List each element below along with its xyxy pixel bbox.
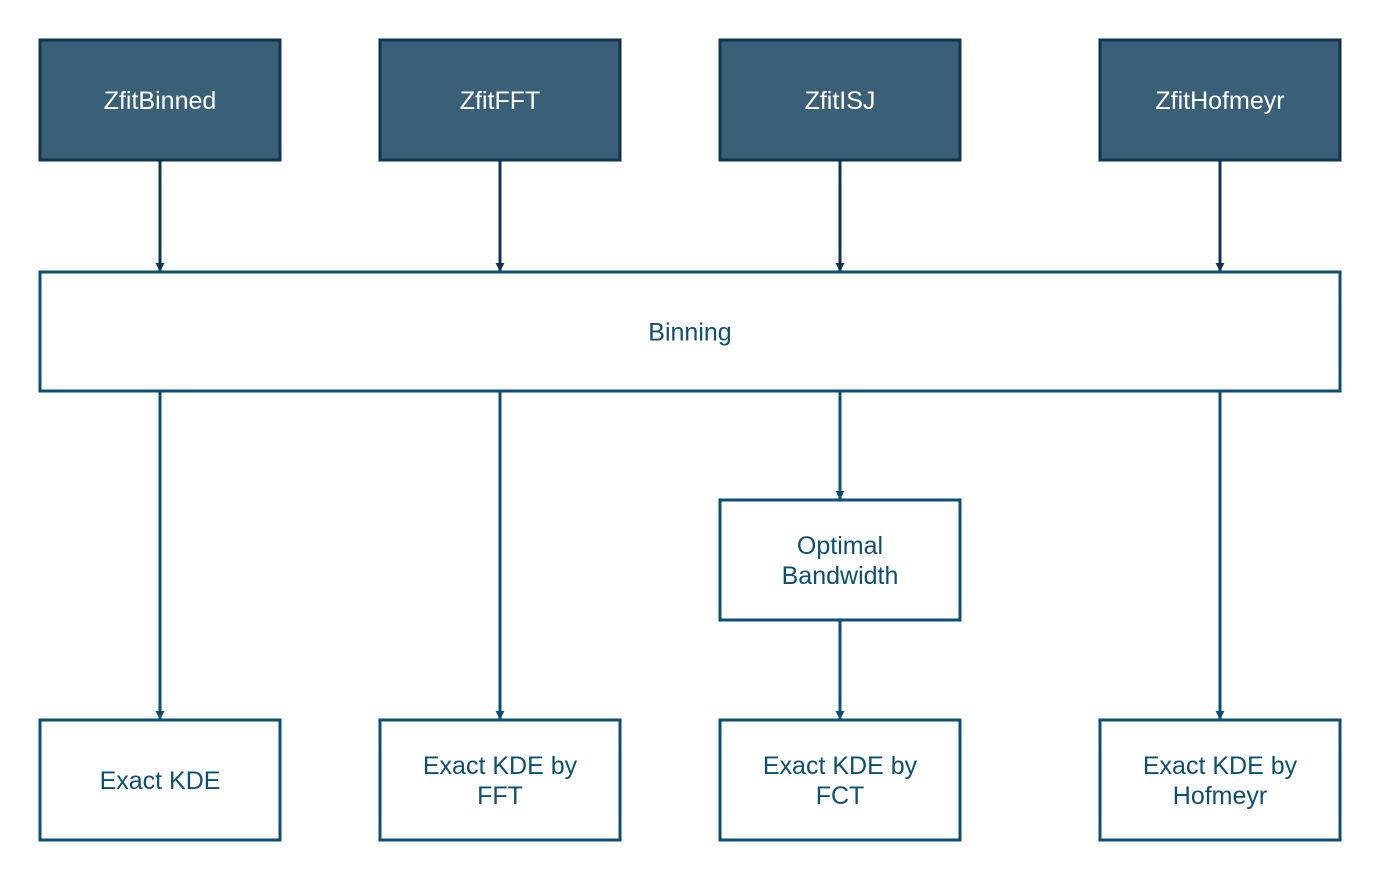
node-label-zfit-fft: ZfitFFT <box>460 87 541 115</box>
node-zfit-fft: ZfitFFT <box>378 38 622 162</box>
node-box-zfit-isj <box>718 38 962 162</box>
node-label-line: Optimal <box>797 532 883 560</box>
node-label-line: ZfitBinned <box>104 87 217 115</box>
node-label-line: Hofmeyr <box>1173 782 1267 810</box>
node-zfit-isj: ZfitISJ <box>718 38 962 162</box>
node-label-line: ZfitFFT <box>460 87 541 115</box>
node-label-zfit-binned: ZfitBinned <box>104 87 217 115</box>
node-box-exact-kde-hofmeyr <box>1098 718 1342 842</box>
node-label-exact-kde: Exact KDE <box>100 767 221 795</box>
node-label-zfit-isj: ZfitISJ <box>805 87 876 115</box>
node-label-line: ZfitISJ <box>805 87 876 115</box>
node-box-optimal-bandwidth <box>718 498 962 622</box>
node-label-line: Bandwidth <box>782 562 899 590</box>
node-label-line: FCT <box>816 782 865 810</box>
node-zfit-hofmeyr: ZfitHofmeyr <box>1098 38 1342 162</box>
node-label-binning: Binning <box>648 319 731 347</box>
node-box-exact-kde-fft <box>378 718 622 842</box>
node-binning: Binning <box>38 270 1342 393</box>
node-box-zfit-fft <box>378 38 622 162</box>
node-box-zfit-binned <box>38 38 282 162</box>
node-label-line: ZfitHofmeyr <box>1155 87 1284 115</box>
node-label-line: Exact KDE by <box>1143 752 1298 780</box>
node-label-line: Exact KDE <box>100 767 221 795</box>
edges-layer <box>155 161 1225 720</box>
nodes-layer: ZfitBinned ZfitFFT ZfitISJ ZfitHofmeyrBinni… <box>38 38 1342 842</box>
node-box-binning <box>38 270 1342 393</box>
node-label-line: Binning <box>648 319 731 347</box>
node-label-line: FFT <box>477 782 523 810</box>
node-box-exact-kde-fct <box>718 718 962 842</box>
node-label-line: Exact KDE by <box>423 752 578 780</box>
node-box-exact-kde <box>38 718 282 842</box>
node-zfit-binned: ZfitBinned <box>38 38 282 162</box>
node-label-line: Exact KDE by <box>763 752 918 780</box>
node-exact-kde: Exact KDE <box>38 718 282 842</box>
node-label-zfit-hofmeyr: ZfitHofmeyr <box>1155 87 1284 115</box>
node-box-zfit-hofmeyr <box>1098 38 1342 162</box>
